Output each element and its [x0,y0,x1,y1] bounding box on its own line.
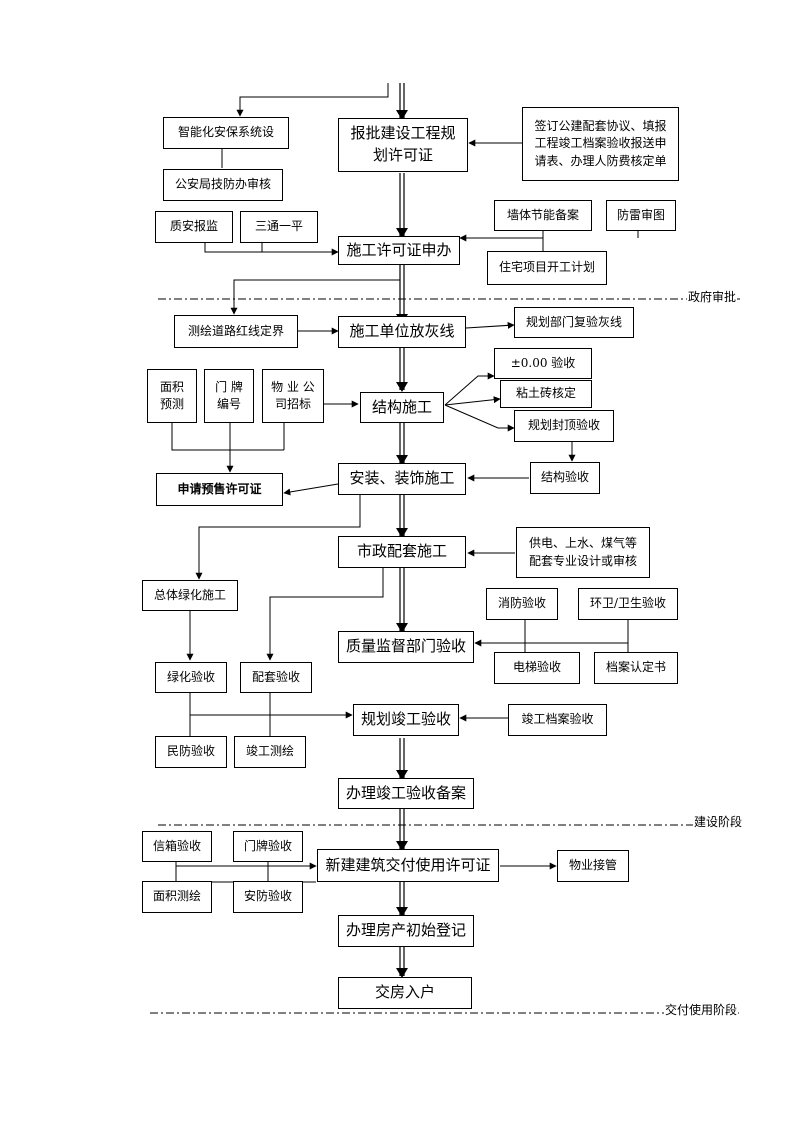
box-archive-check: 竣工档案验收 [508,704,607,736]
box-quality-supervision: 质量监督部门验收 [338,631,474,663]
stage-label-delivery: 交付使用阶段 [664,1001,739,1018]
box-civil-defense-check: 民防验收 [155,736,227,768]
box-municipal-work: 市政配套施工 [338,536,466,568]
box-presale-permit: 申请预售许可证 [156,473,283,506]
box-property-takeover: 物业接管 [557,850,629,882]
box-wall-energy: 墙体节能备案 [494,200,592,231]
box-construction-permit: 施工许可证申办 [338,236,460,265]
box-area-mapping: 面积测绘 [142,881,212,913]
box-fire-check: 消防验收 [486,588,558,620]
box-completion-record: 办理竣工验收备案 [338,778,474,809]
box-planning-recheck: 规划部门复验灰线 [514,307,634,338]
box-road-survey: 测绘道路红线定界 [174,315,298,348]
box-lightning-review: 防雷审图 [606,200,676,231]
box-sanitation-check: 环卫/卫生验收 [578,588,678,620]
box-utilities-design: 供电、上水、煤气等 配套专业设计或审核 [516,527,650,578]
box-three-links: 三通一平 [240,211,318,243]
box-quality-report: 质安报监 [155,211,233,243]
box-smart-security: 智能化安保系统设 [163,117,289,149]
box-elevator-check: 电梯验收 [494,652,580,684]
box-use-permit: 新建建筑交付使用许可证 [317,849,499,882]
stage-label-government: 政府审批 [687,288,738,305]
box-planning-completion: 规划竣工验收 [353,704,459,736]
box-facility-check: 配套验收 [240,662,312,693]
box-police-review: 公安局技防办审核 [163,169,283,201]
box-housing-plan: 住宅项目开工计划 [487,251,607,285]
box-greening-work: 总体绿化施工 [142,580,238,611]
box-planning-permit: 报批建设工程规 划许可证 [338,118,468,172]
box-mailbox-check: 信箱验收 [142,831,212,862]
box-property-bid: 物 业 公 司招标 [262,369,324,423]
box-roof-check: 规划封顶验收 [514,410,614,442]
box-sign-agreements: 签订公建配套协议、填报 工程竣工档案验收报送申 请表、办理人防费核定单 [522,107,679,181]
box-completion-survey: 竣工测绘 [234,736,306,768]
box-greening-check: 绿化验收 [155,662,227,693]
box-initial-registration: 办理房产初始登记 [338,915,474,947]
box-structure-check: 结构验收 [530,462,600,494]
box-area-survey: 面积 预测 [147,369,197,423]
box-structure-work: 结构施工 [360,392,444,423]
box-clay-brick: 粘土砖核定 [500,380,592,408]
box-layout-line: 施工单位放灰线 [338,316,466,348]
box-handover: 交房入户 [338,977,472,1009]
box-door-number: 门 牌 编号 [204,369,254,423]
stage-label-construction: 建设阶段 [693,813,744,830]
box-archive-cert: 档案认定书 [594,652,678,684]
box-decoration-work: 安装、装饰施工 [338,463,466,495]
box-security-check: 安防验收 [233,881,303,913]
box-doorplate-check: 门牌验收 [233,831,303,862]
box-elevation-check: ±0.00 验收 [494,348,592,379]
